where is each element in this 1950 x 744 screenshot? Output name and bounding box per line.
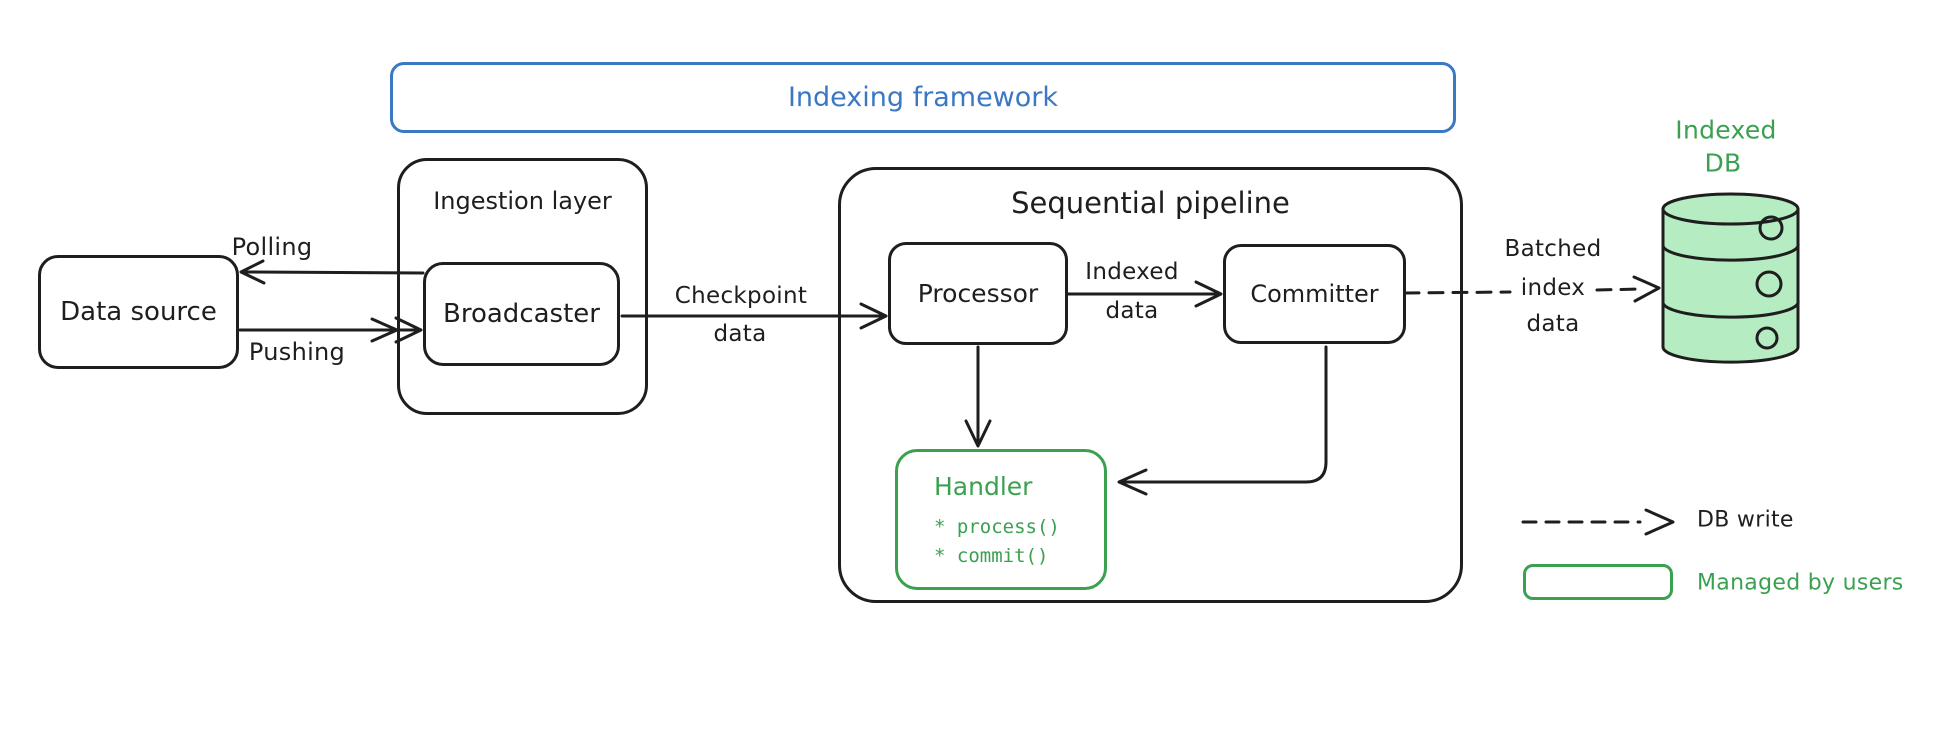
sequential-pipeline-title: Sequential pipeline: [1011, 186, 1290, 220]
legend-managed-label: Managed by users: [1697, 570, 1904, 596]
committer-to-handler-arrow: [1117, 345, 1328, 496]
indexing-framework-frame: Indexing framework: [390, 62, 1456, 133]
broadcaster-label: Broadcaster: [443, 299, 600, 329]
legend-db-write-arrow: [1521, 508, 1675, 536]
indexed-db-label-line1: Indexed: [1675, 115, 1777, 145]
indexing-framework-title: Indexing framework: [787, 82, 1059, 113]
checkpoint-label-line2: data: [713, 321, 767, 347]
polling-arrow: [239, 259, 425, 285]
data-source-box: Data source: [38, 255, 239, 369]
checkpoint-arrow: [620, 302, 888, 330]
data-source-label: Data source: [60, 297, 217, 327]
ingestion-layer-title: Ingestion layer: [433, 187, 612, 215]
batched-label-line3: data: [1526, 311, 1580, 337]
db-write-arrow: [1403, 275, 1661, 303]
batched-label-line1: Batched: [1504, 236, 1602, 262]
processor-label: Processor: [917, 279, 1039, 308]
legend-managed-box: [1523, 564, 1673, 600]
handler-title: Handler: [934, 472, 1033, 501]
indexed-data-arrow: [1066, 280, 1223, 308]
polling-label: Polling: [231, 233, 313, 261]
handler-box: Handler * process() * commit(): [895, 449, 1107, 590]
legend-db-write-label: DB write: [1697, 507, 1794, 533]
indexed-data-label-line2: data: [1105, 298, 1159, 324]
checkpoint-label-line1: Checkpoint: [674, 283, 808, 309]
committer-box: Committer: [1223, 244, 1406, 344]
handler-method-commit: * commit(): [934, 545, 1049, 567]
processor-to-handler-arrow: [964, 345, 992, 448]
handler-method-process: * process(): [934, 516, 1060, 538]
pushing-label: Pushing: [248, 338, 346, 366]
indexed-data-label-line1: Indexed: [1085, 259, 1179, 285]
committer-label: Committer: [1250, 280, 1379, 308]
broadcaster-box: Broadcaster: [423, 262, 620, 366]
pushing-arrow: [238, 316, 423, 344]
indexed-db-label-line2: DB: [1704, 148, 1742, 178]
batched-label-line2: index: [1515, 275, 1591, 301]
processor-box: Processor: [888, 242, 1068, 345]
database-icon: [1661, 192, 1800, 364]
